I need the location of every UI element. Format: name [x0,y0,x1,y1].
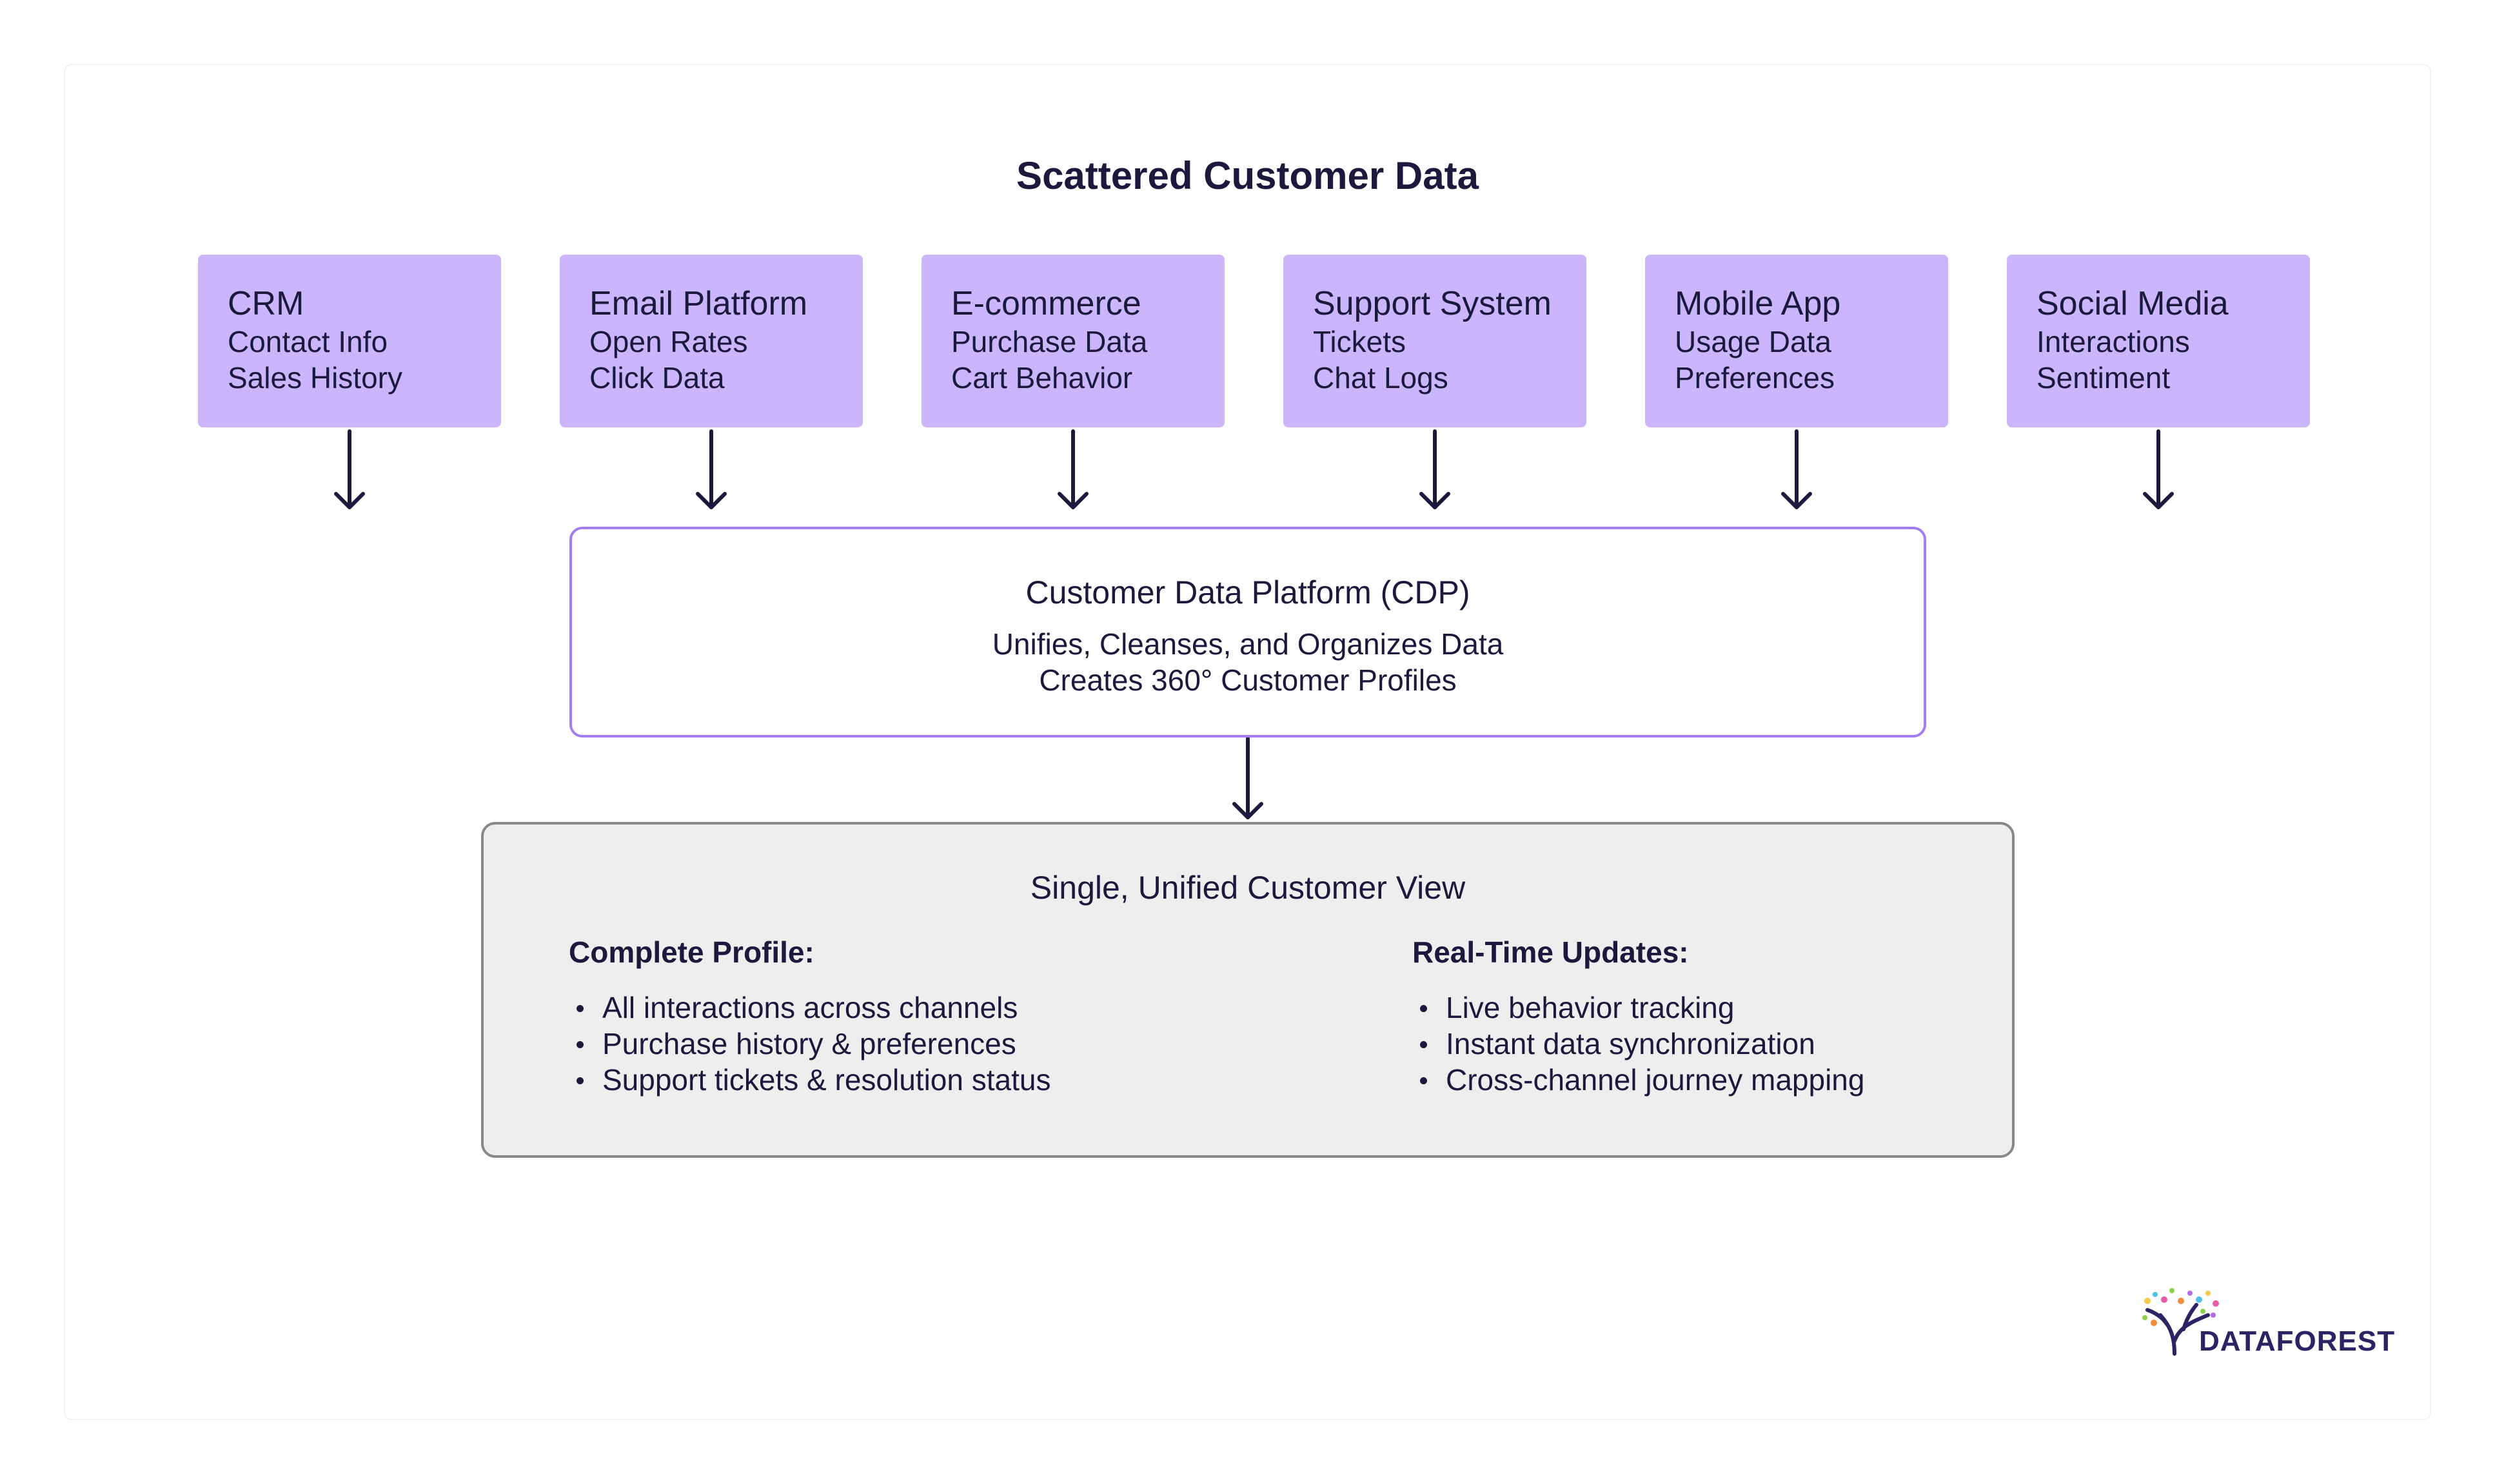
tree-icon [2142,1288,2219,1356]
real-time-updates-section: Real-Time Updates: Live behavior trackin… [1412,934,1864,1098]
dataforest-logo: DATAFOREST [2141,1282,2394,1359]
diagram-title: Scattered Customer Data [1016,154,1479,197]
source-detail: Purchase Data [951,325,1148,358]
list-item: All interactions across channels [576,990,1050,1026]
list-item: Instant data synchronization [1419,1026,1864,1062]
source-detail: Interactions [2036,325,2190,358]
source-title: CRM [228,285,304,322]
logo-text: DATAFOREST [2199,1325,2396,1357]
cdp-box: Customer Data Platform (CDP) Unifies, Cl… [569,527,1926,737]
source-detail: Click Data [589,361,725,395]
complete-profile-section: Complete Profile: All interactions acros… [569,934,1050,1098]
source-detail: Cart Behavior [951,361,1133,395]
section-heading: Real-Time Updates: [1412,935,1689,969]
unified-view-title: Single, Unified Customer View [1030,870,1466,906]
source-box-crm: CRM Contact Info Sales History [198,255,501,427]
cdp-title: Customer Data Platform (CDP) [1025,574,1470,610]
source-detail: Preferences [1675,361,1835,395]
arrow-down-icon [1781,429,1812,509]
cdp-description: Creates 360° Customer Profiles [1039,663,1457,697]
source-title: Support System [1313,285,1552,322]
list-item: Purchase history & preferences [576,1026,1050,1062]
source-box-support-system: Support System Tickets Chat Logs [1283,255,1586,427]
arrow-down-icon [1058,429,1089,509]
arrow-down-icon [2143,429,2174,509]
source-detail: Usage Data [1675,325,1831,358]
source-title: Social Media [2036,285,2229,322]
source-box-ecommerce: E-commerce Purchase Data Cart Behavior [922,255,1225,427]
arrow-down-icon [1232,737,1263,819]
unified-view-box: Single, Unified Customer View Complete P… [481,822,2015,1158]
source-detail: Open Rates [589,325,748,358]
source-detail: Tickets [1313,325,1406,358]
source-box-email-platform: Email Platform Open Rates Click Data [560,255,863,427]
source-detail: Sentiment [2036,361,2171,395]
list-item: Support tickets & resolution status [576,1063,1051,1097]
source-detail: Contact Info [228,325,388,358]
bullet-list: Live behavior tracking Instant data sync… [1412,990,1864,1098]
list-item: Cross-channel journey mapping [1419,1063,1865,1097]
cdp-description: Unifies, Cleanses, and Organizes Data [992,627,1504,661]
source-title: E-commerce [951,285,1141,322]
source-title: Mobile App [1675,285,1841,322]
arrow-down-icon [334,429,365,509]
source-detail: Sales History [228,361,402,395]
arrow-down-icon [1419,429,1450,509]
source-box-social-media: Social Media Interactions Sentiment [2007,255,2310,427]
arrow-down-icon [696,429,727,509]
source-box-mobile-app: Mobile App Usage Data Preferences [1645,255,1948,427]
source-title: Email Platform [589,285,808,322]
list-item: Live behavior tracking [1419,990,1864,1026]
section-heading: Complete Profile: [569,935,814,969]
bullet-list: All interactions across channels Purchas… [569,990,1050,1098]
source-detail: Chat Logs [1313,361,1448,395]
